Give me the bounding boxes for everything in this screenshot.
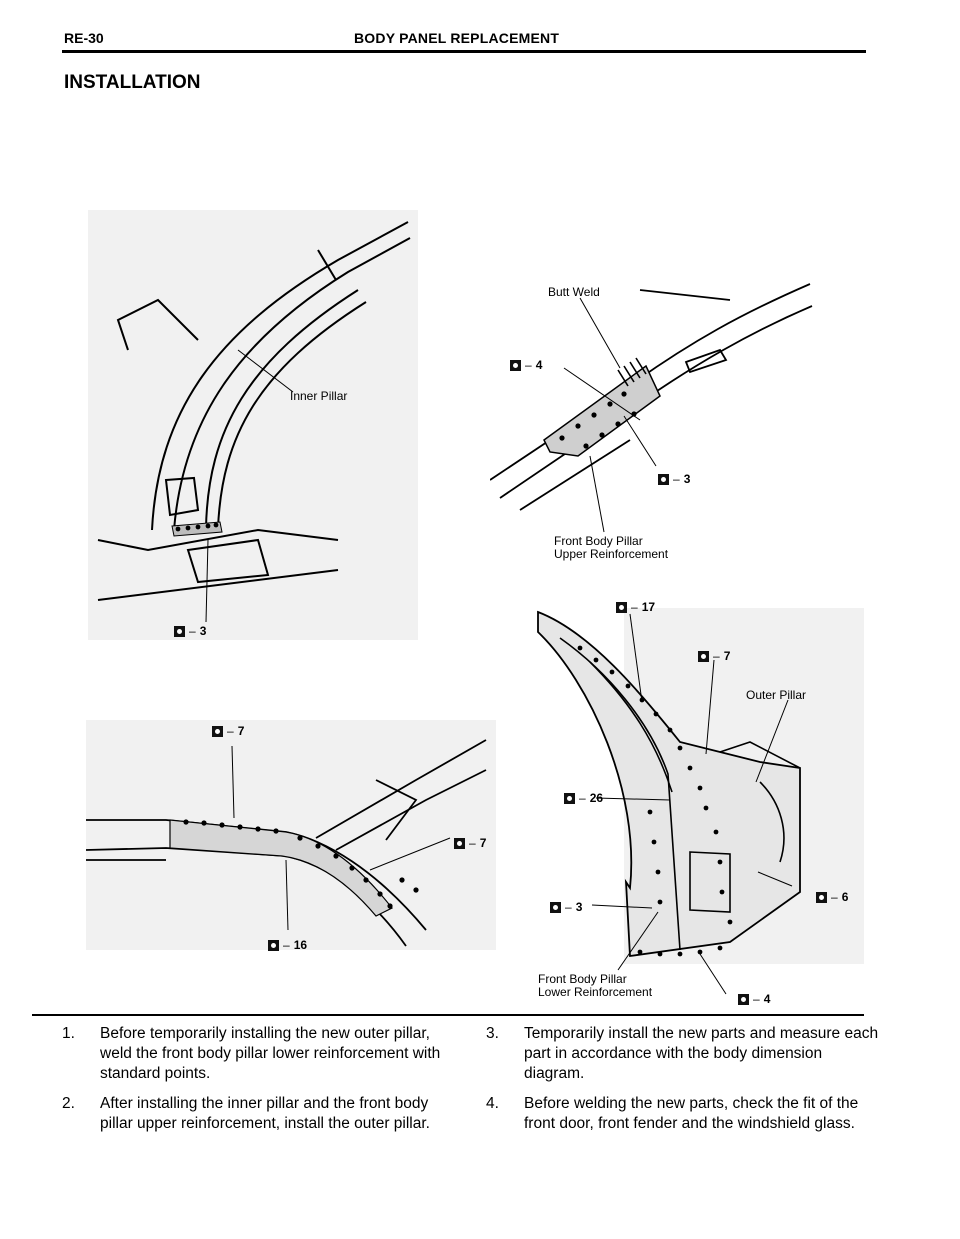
spot-weld-icon	[738, 993, 749, 1005]
weld-code-label: –7	[454, 836, 486, 850]
weld-code-label: –4	[738, 992, 770, 1006]
spot-weld-icon	[268, 939, 279, 951]
step-text: Before temporarily installing the new ou…	[100, 1025, 441, 1082]
weld-code-label: –17	[616, 600, 655, 614]
page-header: RE-30 BODY PANEL REPLACEMENT	[64, 28, 866, 52]
step-item: 2. After installing the inner pillar and…	[62, 1094, 462, 1134]
weld-code-label: –6	[816, 890, 848, 904]
spot-weld-icon	[564, 792, 575, 804]
outer-pillar-drawing	[537, 608, 864, 995]
inner-pillar-figure: Inner Pillar –3	[88, 210, 418, 660]
inner-pillar-label: Inner Pillar	[290, 389, 348, 403]
page-number: RE-30	[64, 30, 104, 46]
step-item: 3. Temporarily install the new parts and…	[486, 1024, 886, 1084]
inner-pillar-drawing	[88, 210, 418, 640]
outer-pillar-label: Outer Pillar	[746, 688, 807, 702]
step-item: 1. Before temporarily installing the new…	[62, 1024, 462, 1084]
upper-reinforcement-drawing	[490, 283, 813, 533]
section-title: INSTALLATION	[64, 72, 201, 93]
front-body-pillar-upper-label: Front Body Pillar Upper Reinforcement	[554, 534, 669, 561]
spot-weld-icon	[658, 473, 669, 485]
header-rule	[62, 50, 866, 53]
spot-weld-icon	[550, 901, 561, 913]
butt-weld-label: Butt Weld	[548, 285, 600, 299]
step-text: After installing the inner pillar and th…	[100, 1095, 430, 1132]
spot-weld-icon	[212, 725, 223, 737]
weld-code-label: –3	[658, 472, 690, 486]
step-text: Temporarily install the new parts and me…	[524, 1025, 879, 1082]
spot-weld-icon	[616, 601, 627, 613]
spot-weld-icon	[698, 650, 709, 662]
front-body-pillar-lower-label: Front Body Pillar Lower Reinforcement	[538, 972, 653, 999]
weld-code-label: –7	[698, 649, 730, 663]
weld-code-label: –26	[564, 791, 603, 805]
weld-code-label: –16	[268, 938, 307, 952]
roof-rail-figure: –7 –7 –16	[86, 720, 496, 960]
spot-weld-icon	[510, 359, 521, 371]
step-number: 1.	[62, 1025, 75, 1042]
step-text: Before welding the new parts, check the …	[524, 1095, 859, 1132]
steps-right-column: 3. Temporarily install the new parts and…	[486, 1024, 886, 1144]
step-item: 4. Before welding the new parts, check t…	[486, 1094, 886, 1134]
spot-weld-icon	[454, 837, 465, 849]
outer-pillar-figure: –17 –7 Outer Pillar –26 –6 –3 Front Body…	[530, 592, 870, 1010]
spot-weld-icon	[174, 625, 185, 637]
step-number: 3.	[486, 1025, 499, 1042]
weld-code-label: –3	[174, 624, 206, 638]
roof-rail-drawing	[86, 720, 496, 950]
weld-code-label: –7	[212, 724, 244, 738]
page-title: BODY PANEL REPLACEMENT	[354, 30, 560, 46]
weld-code-label: –4	[510, 358, 542, 372]
step-number: 2.	[62, 1095, 75, 1112]
upper-reinforcement-figure: Butt Weld –4 –3 Front Body Pillar Upper …	[490, 270, 820, 570]
step-number: 4.	[486, 1095, 499, 1112]
spot-weld-icon	[816, 891, 827, 903]
section-divider	[32, 1014, 864, 1016]
steps-left-column: 1. Before temporarily installing the new…	[62, 1024, 462, 1144]
weld-code-label: –3	[550, 900, 582, 914]
